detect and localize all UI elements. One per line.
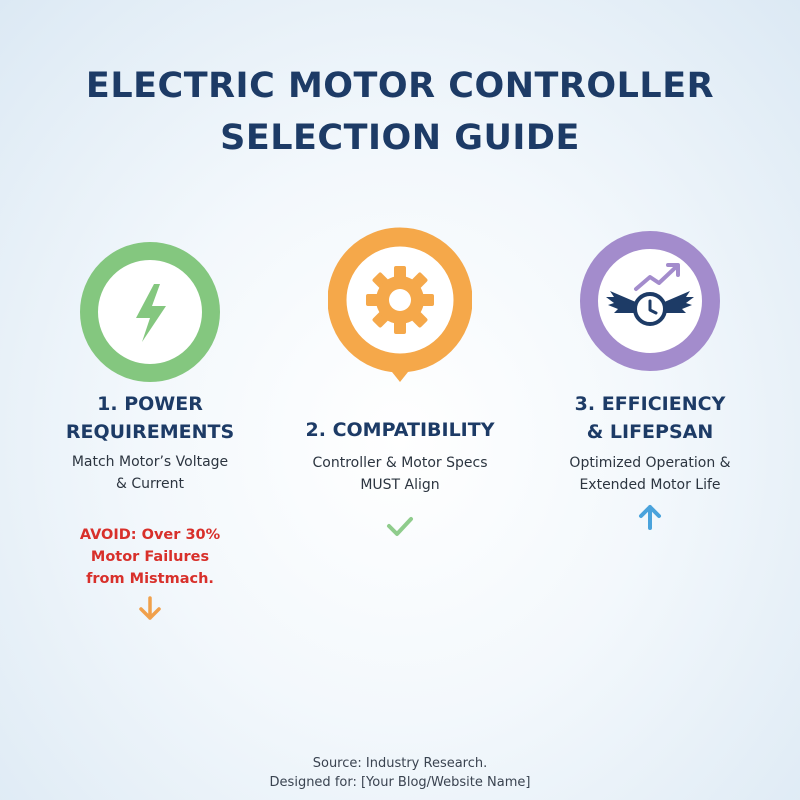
avoid-line-3: from Mistmach.: [86, 571, 214, 587]
step-description: Match Motor’s Voltage & Current: [50, 451, 250, 495]
desc-line-2: & Current: [116, 476, 184, 492]
title-line-2: SELECTION GUIDE: [220, 118, 580, 158]
arrow-down-icon: [138, 596, 162, 622]
desc-line-1: Controller & Motor Specs: [312, 455, 488, 471]
desc-line-1: Match Motor’s Voltage: [71, 454, 229, 470]
heading-line-2: & LIFEPSAN: [586, 421, 714, 443]
efficiency-badge: [580, 231, 720, 371]
avoid-warning: AVOID: Over 30% Motor Failures from Mist…: [50, 524, 250, 590]
heading-line-2: REQUIREMENTS: [65, 421, 235, 443]
arrow-up-icon: [637, 503, 663, 531]
page-title: ELECTRIC MOTOR CONTROLLER SELECTION GUID…: [0, 60, 800, 164]
power-badge: [80, 242, 220, 382]
footer-credit: Designed for: [Your Blog/Website Name]: [269, 775, 531, 790]
desc-line-1: Optimized Operation &: [569, 455, 731, 471]
winged-clock-growth-icon: [606, 263, 694, 326]
step-heading: 2. COMPATIBILITY: [295, 416, 505, 444]
avoid-line-1: AVOID: Over 30%: [79, 527, 221, 543]
compatibility-badge: [327, 226, 473, 386]
footer-source: Source: Industry Research.: [312, 756, 488, 771]
heading-line-1: 1. POWER: [97, 393, 203, 415]
lightning-bolt-icon: [136, 284, 166, 342]
step-heading: 3. EFFICIENCY & LIFEPSAN: [540, 390, 760, 446]
title-line-1: ELECTRIC MOTOR CONTROLLER: [85, 66, 715, 106]
gear-icon: [366, 266, 434, 334]
desc-line-2: Extended Motor Life: [579, 477, 721, 493]
step-description: Controller & Motor Specs MUST Align: [295, 452, 505, 496]
heading-line-1: 3. EFFICIENCY: [574, 393, 726, 415]
checkmark-icon: [385, 514, 415, 538]
desc-line-2: MUST Align: [360, 477, 440, 493]
step-description: Optimized Operation & Extended Motor Lif…: [540, 452, 760, 496]
avoid-line-2: Motor Failures: [90, 549, 210, 565]
step-heading: 1. POWER REQUIREMENTS: [50, 390, 250, 446]
heading-line-1: 2. COMPATIBILITY: [305, 419, 495, 441]
footer: Source: Industry Research. Designed for:…: [0, 754, 800, 792]
